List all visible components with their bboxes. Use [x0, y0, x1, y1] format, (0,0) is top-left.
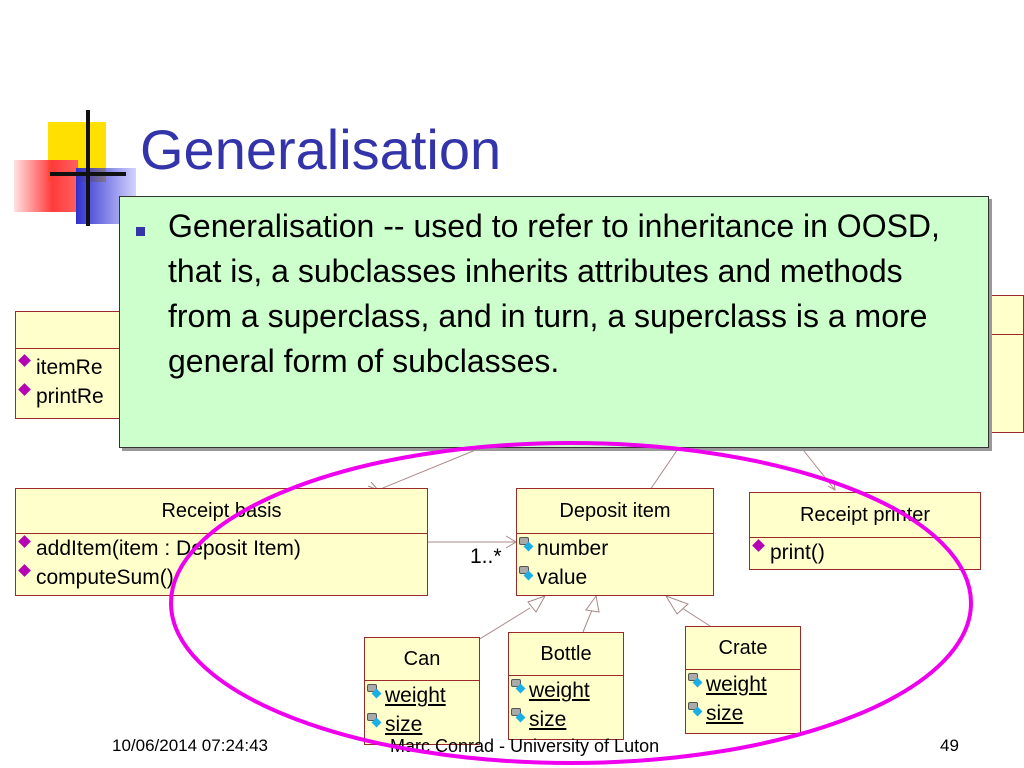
- class-receipt-basis-name: Receipt basis: [16, 489, 427, 534]
- class-crate-name: Crate: [686, 627, 800, 670]
- multiplicity-label: 1..*: [470, 545, 502, 568]
- method-label: print(): [770, 541, 825, 564]
- attribute-label: size: [706, 702, 744, 725]
- generalization-arrowhead-can: [527, 595, 547, 613]
- class-bottle-name: Bottle: [509, 633, 623, 676]
- generalization-arrowhead-bottle: [585, 594, 600, 613]
- attribute-icon: [688, 702, 703, 717]
- method-icon: [752, 539, 765, 552]
- slide-title: Generalisation: [140, 118, 502, 181]
- attribute-row: weight: [686, 670, 800, 699]
- definition-text: Generalisation -- used to refer to inher…: [168, 208, 940, 379]
- class-partial-left-name: [16, 312, 124, 349]
- attribute-icon: [511, 679, 526, 694]
- attribute-label: weight: [385, 684, 446, 707]
- method-icon: [18, 383, 31, 396]
- method-row: addItem(item : Deposit Item): [16, 534, 427, 563]
- generalization-line-bottle: [582, 609, 593, 633]
- class-partial-right-name: [981, 296, 1023, 335]
- attribute-label: number: [537, 537, 609, 560]
- association-line-top-receipt-printer: [799, 445, 836, 491]
- footer-date: 10/06/2014 07:24:43: [112, 736, 268, 755]
- class-receipt-printer-name: Receipt printer: [750, 493, 980, 538]
- class-bottle: Bottle weight size: [508, 632, 624, 740]
- definition-callout: [119, 196, 989, 448]
- attribute-icon: [519, 566, 534, 581]
- attribute-label: size: [385, 713, 423, 736]
- generalization-arrowhead-crate: [664, 595, 689, 615]
- class-can-name: Can: [365, 638, 479, 681]
- bullet-square-icon: [136, 227, 145, 236]
- method-row: print(): [750, 538, 980, 567]
- attribute-icon: [367, 713, 382, 728]
- attribute-icon: [511, 708, 526, 723]
- method-label: computeSum(): [36, 566, 174, 589]
- attribute-label: value: [537, 566, 588, 589]
- logo-red-square: [14, 160, 78, 212]
- logo-vertical-line: [86, 110, 90, 226]
- class-receipt-basis: Receipt basis addItem(item : Deposit Ite…: [15, 488, 428, 596]
- class-partial-left-member: itemRe: [16, 353, 124, 382]
- attribute-label: weight: [706, 673, 767, 696]
- attribute-row: size: [509, 705, 623, 734]
- attribute-row: number: [517, 534, 713, 563]
- attribute-icon: [519, 537, 534, 552]
- attribute-label: weight: [529, 679, 590, 702]
- class-deposit-item: Deposit item number value: [516, 488, 714, 596]
- logo-horizontal-line: [50, 172, 126, 176]
- member-label: printRe: [36, 385, 104, 408]
- attribute-row: weight: [509, 676, 623, 705]
- class-partial-left-member: printRe: [16, 382, 124, 411]
- association-line-top-deposit-item: [649, 445, 681, 491]
- method-label: addItem(item : Deposit Item): [36, 537, 301, 560]
- attribute-icon: [688, 673, 703, 688]
- attribute-label: size: [529, 708, 567, 731]
- class-crate: Crate weight size: [685, 626, 801, 734]
- class-deposit-item-name: Deposit item: [517, 489, 713, 534]
- class-can: Can weight size: [364, 637, 480, 745]
- attribute-row: weight: [365, 681, 479, 710]
- attribute-icon: [367, 684, 382, 699]
- member-label: itemRe: [36, 356, 103, 379]
- generalization-line-crate: [681, 607, 711, 627]
- method-icon: [18, 564, 31, 577]
- class-receipt-printer: Receipt printer print(): [749, 492, 981, 570]
- method-icon: [18, 354, 31, 367]
- class-partial-left: itemRe printRe: [15, 311, 125, 419]
- method-row: computeSum(): [16, 563, 427, 592]
- attribute-row: size: [365, 710, 479, 739]
- footer-page-number: 49: [940, 736, 959, 755]
- footer-author: Marc Conrad - University of Luton: [390, 736, 660, 756]
- method-icon: [18, 535, 31, 548]
- attribute-row: value: [517, 563, 713, 592]
- attribute-row: size: [686, 699, 800, 728]
